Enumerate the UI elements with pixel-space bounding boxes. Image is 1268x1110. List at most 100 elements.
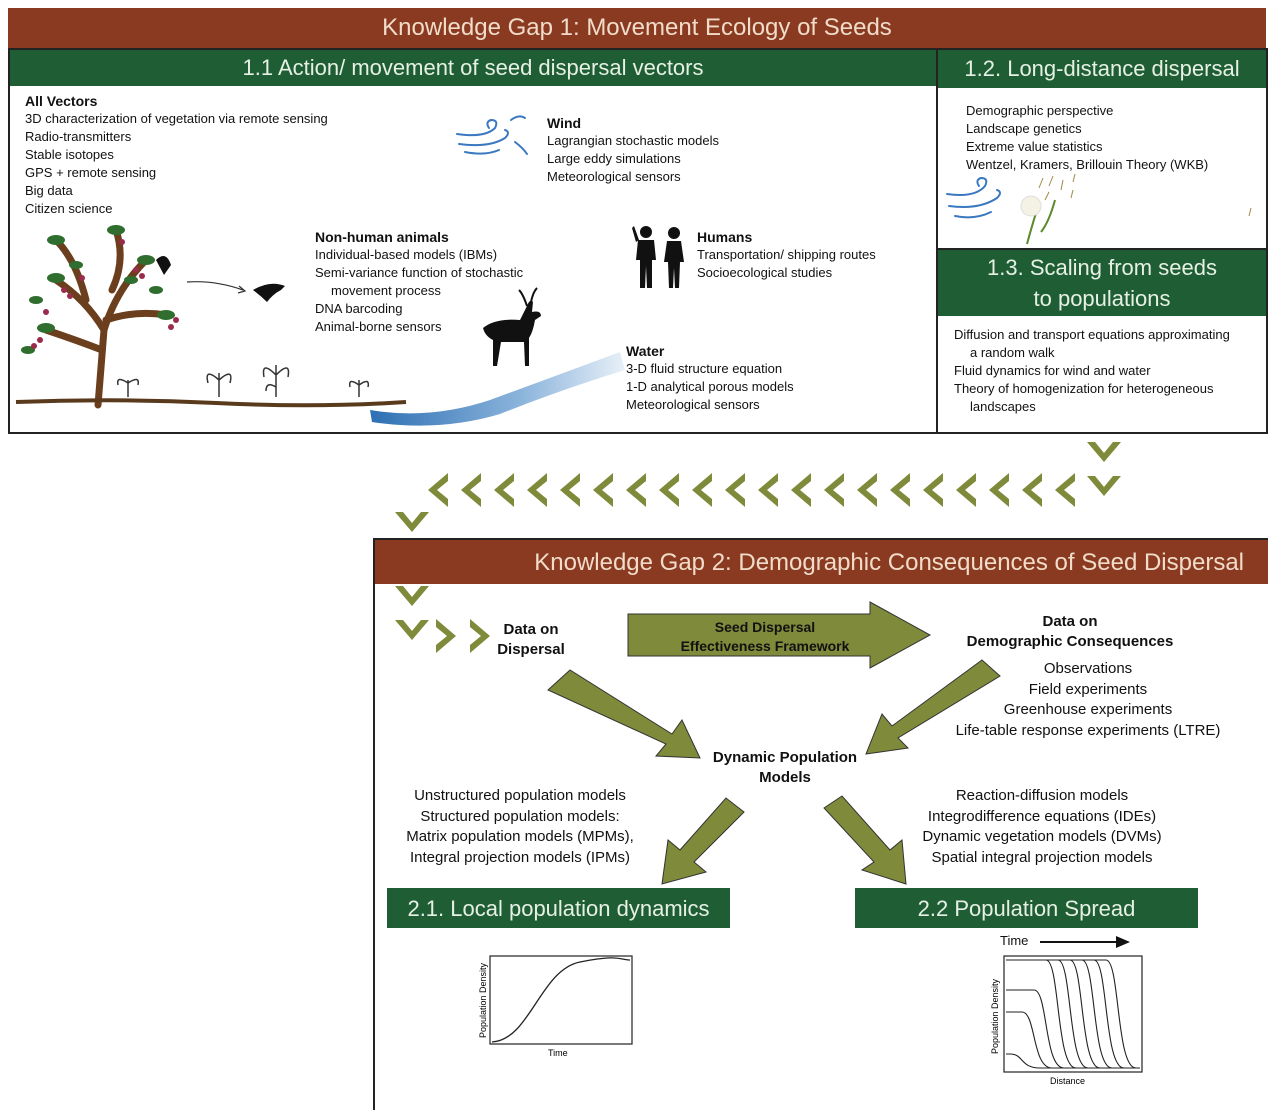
- local-dynamics-title: 2.1. Local population dynamics: [407, 896, 710, 921]
- data-demographic-heading: Data on: [1042, 613, 1098, 630]
- ground-line: [15, 398, 407, 408]
- spread-wave-curve: [1006, 989, 1140, 1069]
- spread-chart-xlabel: Distance: [1050, 1076, 1085, 1086]
- left-models-list: Unstructured population models Structure…: [380, 786, 660, 868]
- all-vectors-item: 3D characterization of vegetation via re…: [25, 111, 328, 126]
- humans-item: Transportation/ shipping routes: [697, 247, 876, 262]
- dynamic-models-line: Models: [759, 769, 811, 786]
- chevron-down-icon: [395, 512, 429, 532]
- water-item: 3-D fluid structure equation: [626, 361, 783, 376]
- animals-block: Non-human animals Individual-based model…: [315, 228, 523, 336]
- demographic-item: Life-table response experiments (LTRE): [955, 721, 1221, 739]
- chevron-left-icon: [923, 473, 943, 507]
- local-dynamics-banner: 2.1. Local population dynamics: [387, 888, 730, 928]
- spread-time-text: Time: [1000, 933, 1029, 948]
- dynamic-models-line: Dynamic Population: [712, 749, 858, 766]
- local-chart-frame: [489, 955, 633, 1045]
- demographic-item: Observations: [1043, 660, 1133, 677]
- data-demographic-heading: Demographic Consequences: [966, 633, 1174, 650]
- gap2-banner: Knowledge Gap 2: Demographic Consequence…: [375, 540, 1268, 584]
- right-model-item: Integrodifference equations (IDEs): [927, 807, 1157, 825]
- section-1-3-item: landscapes: [970, 399, 1036, 414]
- chevron-left-icon: [725, 473, 745, 507]
- wind-item: Large eddy simulations: [547, 151, 681, 166]
- humans-heading: Humans: [697, 229, 753, 245]
- spread-wave-curve: [1006, 959, 1140, 1069]
- gap1-title: Knowledge Gap 1: Movement Ecology of See…: [382, 14, 892, 41]
- wind-item: Lagrangian stochastic models: [547, 133, 719, 148]
- section-1-2-item: Landscape genetics: [966, 121, 1082, 136]
- framework-arrow: [627, 601, 932, 669]
- framework-line: Seed Dispersal: [714, 619, 816, 635]
- right-models-list: Reaction-diffusion models Integrodiffere…: [902, 786, 1182, 868]
- population-spread-banner: 2.2 Population Spread: [855, 888, 1198, 928]
- chevron-left-icon: [659, 473, 679, 507]
- chevron-left-icon: [824, 473, 844, 507]
- models-to-local-arrow: [661, 797, 745, 885]
- section-1-3-item: a random walk: [970, 345, 1055, 360]
- gap1-banner: Knowledge Gap 1: Movement Ecology of See…: [8, 8, 1266, 48]
- water-heading: Water: [626, 343, 665, 359]
- animals-item: Animal-borne sensors: [315, 319, 442, 334]
- all-vectors-item: Big data: [25, 183, 73, 198]
- section-1-3-item: Fluid dynamics for wind and water: [954, 363, 1151, 378]
- chevron-right-icon: [436, 619, 456, 653]
- wind-swirl-icon: [456, 115, 528, 155]
- wind-block: Wind Lagrangian stochastic models Large …: [547, 114, 719, 186]
- dispersal-to-models-arrow: [547, 669, 701, 759]
- humans-silhouette-icon: [632, 226, 684, 288]
- demographic-item: Greenhouse experiments: [1003, 701, 1173, 718]
- spread-chart-frame: [1003, 955, 1143, 1073]
- models-to-spread-arrow: [823, 795, 907, 885]
- local-chart-xlabel: Time: [548, 1048, 568, 1058]
- left-model-item: Unstructured population models: [414, 787, 626, 804]
- data-demographic-block: Data on Demographic Consequences: [940, 612, 1200, 652]
- section-1-1-title: 1.1 Action/ movement of seed dispersal v…: [242, 55, 704, 80]
- section-1-2-item: Extreme value statistics: [966, 139, 1103, 154]
- spread-wave-curve: [1006, 959, 1140, 1069]
- animals-item: Semi-variance function of stochastic: [315, 265, 524, 280]
- animals-heading: Non-human animals: [315, 229, 449, 245]
- section-1-2-item: Demographic perspective: [966, 103, 1114, 118]
- chevron-left-icon: [890, 473, 910, 507]
- section-1-1-banner: 1.1 Action/ movement of seed dispersal v…: [10, 50, 936, 86]
- local-chart-ylabel: Population Density: [478, 962, 488, 1038]
- section-1-2-item: Wentzel, Kramers, Brillouin Theory (WKB): [966, 157, 1209, 172]
- right-model-item: Spatial integral projection models: [931, 848, 1153, 866]
- left-model-item: Structured population models:: [420, 807, 620, 825]
- chevron-down-icon: [1087, 476, 1121, 496]
- dandelion-wind-illustration: [946, 173, 1252, 245]
- water-item: 1-D analytical porous models: [626, 379, 794, 394]
- tree-illustration: [21, 225, 179, 409]
- section-1-2-title: 1.2. Long-distance dispersal: [964, 56, 1240, 81]
- gap2-title: Knowledge Gap 2: Demographic Consequence…: [534, 549, 1244, 576]
- spread-wave-curve: [1006, 959, 1140, 1069]
- section-1-3-title-line1: 1.3. Scaling from seeds: [987, 255, 1217, 280]
- framework-label: Seed Dispersal Effectiveness Framework: [650, 618, 880, 656]
- spread-wave-curve: [1006, 959, 1140, 1069]
- spread-chart-ylabel: Population Density: [990, 978, 1000, 1054]
- all-vectors-block: All Vectors 3D characterization of veget…: [25, 92, 328, 218]
- chevron-left-icon: [791, 473, 811, 507]
- right-model-item: Dynamic vegetation models (DVMs): [922, 828, 1162, 845]
- chevron-left-icon: [527, 473, 547, 507]
- data-dispersal-label: Data on Dispersal: [480, 620, 582, 660]
- population-spread-chart: Population Density Distance: [990, 955, 1143, 1086]
- chevron-left-icon: [956, 473, 976, 507]
- chevron-left-icon: [1055, 473, 1075, 507]
- chevron-down-icon: [395, 620, 429, 640]
- spread-time-label: Time: [1000, 933, 1028, 948]
- humans-item: Socioecological studies: [697, 265, 833, 280]
- chevron-left-icon: [692, 473, 712, 507]
- section-1-1-panel: [8, 48, 938, 434]
- section-1-2-list: Demographic perspective Landscape geneti…: [966, 102, 1208, 174]
- section-1-3-list: Diffusion and transport equations approx…: [954, 326, 1230, 416]
- chevron-right-icon: [470, 619, 490, 653]
- water-block: Water 3-D fluid structure equation 1-D a…: [626, 342, 794, 414]
- water-item: Meteorological sensors: [626, 397, 760, 412]
- flying-bird-icon: [186, 281, 285, 302]
- section-1-3-item: Theory of homogenization for heterogeneo…: [954, 381, 1214, 396]
- all-vectors-item: Citizen science: [25, 201, 113, 216]
- animals-item: Individual-based models (IBMs): [315, 247, 498, 262]
